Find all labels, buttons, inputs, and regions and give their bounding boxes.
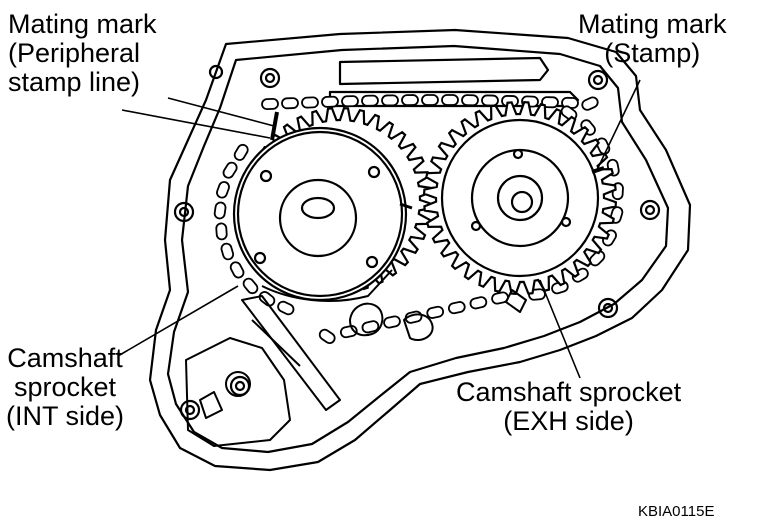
chain-link <box>381 94 399 107</box>
chain-tensioner-arm <box>241 295 341 411</box>
chain-link <box>261 97 279 111</box>
label-line: sprocket <box>13 372 117 402</box>
chain-link <box>318 328 336 344</box>
label-line: Camshaft <box>7 343 123 373</box>
chain-link <box>277 300 295 316</box>
bolt-boss <box>639 199 661 221</box>
label-line: Mating mark <box>578 9 727 39</box>
chain-link <box>229 261 245 279</box>
label-line: (INT side) <box>6 401 125 431</box>
bolt-boss <box>179 399 201 421</box>
label-mating-mark-exh: Mating mark (Stamp) <box>578 10 727 68</box>
chain-link <box>216 181 230 199</box>
chain-tensioner <box>185 337 291 447</box>
exhaust-camshaft-sprocket <box>422 100 618 296</box>
chain-link <box>321 95 339 108</box>
label-mating-mark-int: Mating mark (Peripheral stamp line) <box>8 10 157 97</box>
chain-link <box>281 97 299 110</box>
figure-code: KBIA0115E <box>638 503 715 520</box>
chain-link <box>426 305 445 319</box>
chain-link <box>481 94 499 107</box>
bolt-boss <box>208 64 224 80</box>
intake-camshaft-sprocket <box>232 106 434 302</box>
chain-link <box>258 291 276 307</box>
mating-mark-exh-stamp <box>591 166 605 174</box>
chain-link <box>213 201 227 220</box>
mating-mark-int-line <box>270 111 279 141</box>
chain-link <box>421 94 439 106</box>
chain-link <box>447 301 466 315</box>
chain-link <box>581 96 599 111</box>
chain-link <box>401 94 419 107</box>
chain-link <box>361 320 380 334</box>
chain-link <box>341 95 359 108</box>
label-line: (EXH side) <box>503 406 634 436</box>
label-line: (Peripheral <box>8 38 141 68</box>
chain-link <box>242 277 259 295</box>
chain-link <box>383 315 401 329</box>
bolt-boss <box>597 297 619 319</box>
chain-link <box>220 242 235 261</box>
bolt-boss <box>259 67 281 89</box>
bolt-boss <box>587 69 609 91</box>
label-line: stamp line) <box>8 67 141 97</box>
chain-link <box>541 96 559 109</box>
leader-sprocket-exh <box>539 279 581 379</box>
chain-link <box>461 94 479 107</box>
cover-inner-flange <box>166 44 670 454</box>
chain-link <box>233 143 249 161</box>
cover-outline <box>148 28 692 472</box>
chain-link <box>222 161 238 179</box>
chain-link <box>441 94 459 106</box>
chain-link <box>215 222 228 241</box>
timing-chain <box>213 94 624 344</box>
chain-link <box>469 296 488 310</box>
leader-sprocket-int <box>117 285 239 357</box>
label-line: (Stamp) <box>604 38 701 68</box>
bolt-boss <box>173 201 195 223</box>
chain-link <box>361 94 379 107</box>
label-line: Camshaft sprocket <box>456 377 682 407</box>
chain-link <box>301 96 319 109</box>
label-line: Mating mark <box>8 9 157 39</box>
leader-mating-mark-int <box>167 97 275 127</box>
label-sprocket-int: Camshaft sprocket (INT side) <box>6 344 124 431</box>
leader-mating-mark-exh <box>595 79 641 173</box>
label-sprocket-exh: Camshaft sprocket (EXH side) <box>456 378 681 436</box>
chain-link <box>589 250 606 267</box>
